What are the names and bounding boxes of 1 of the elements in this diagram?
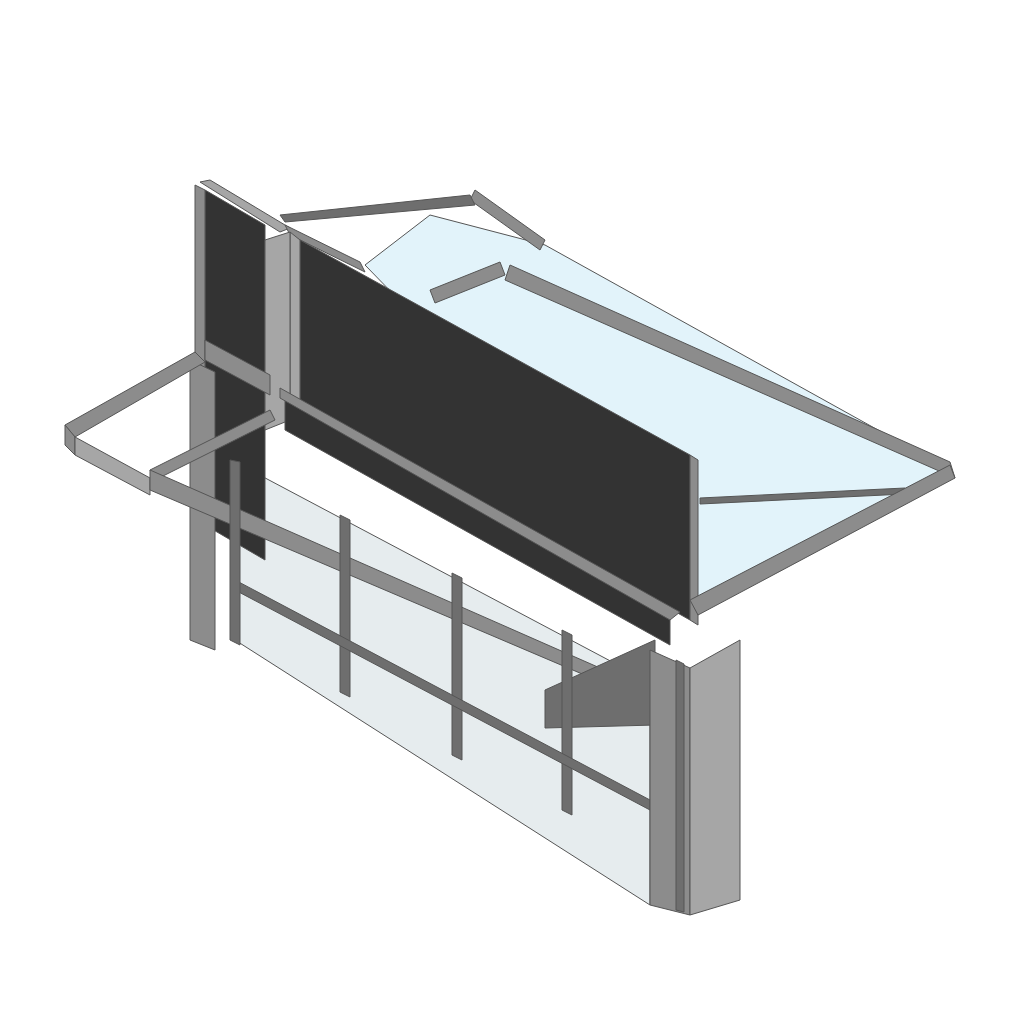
canopy-drawing — [64, 179, 956, 916]
